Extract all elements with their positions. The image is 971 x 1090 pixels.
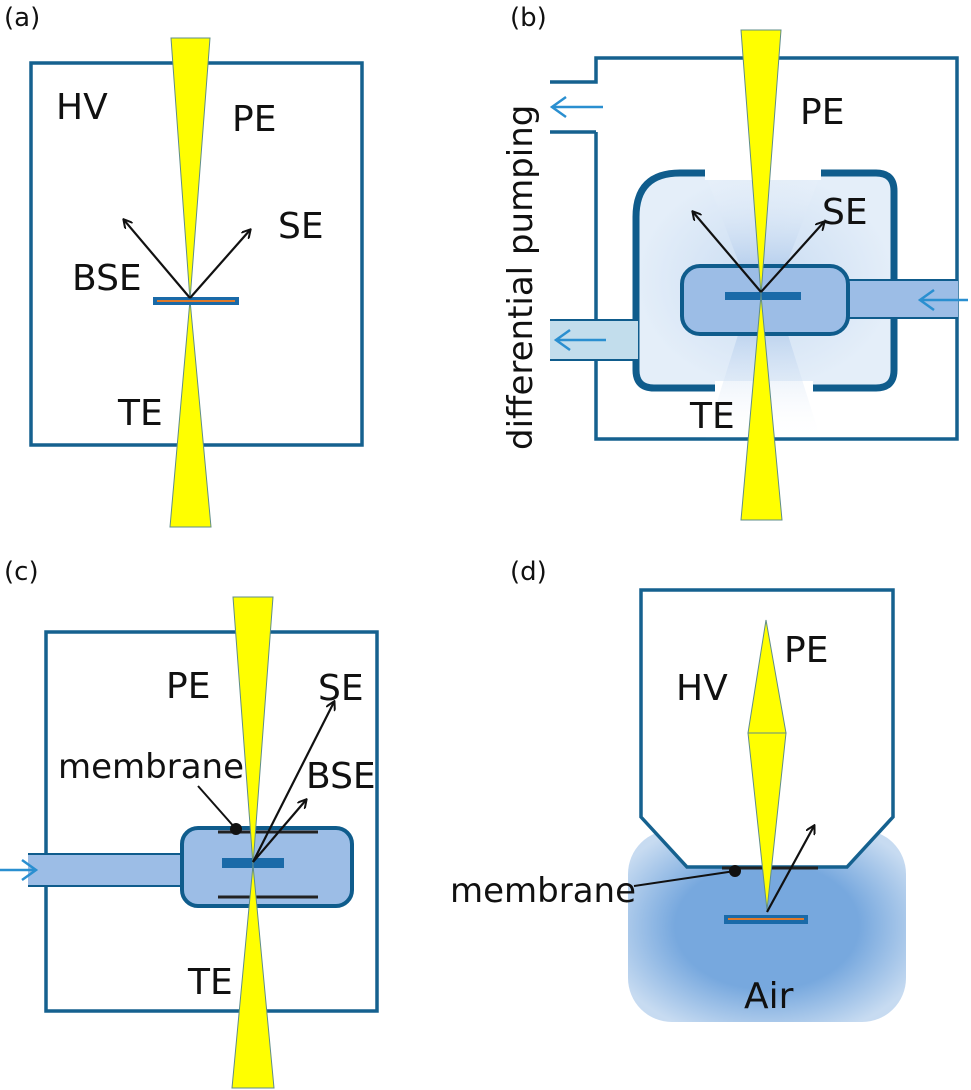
pe-label: PE xyxy=(800,92,844,133)
panel-b: (b) differential pumping PE xyxy=(501,3,968,521)
membrane-dot xyxy=(230,823,242,835)
air-label: Air xyxy=(744,976,794,1017)
se-label: SE xyxy=(278,206,324,247)
sample xyxy=(725,292,801,300)
se-arrow xyxy=(760,222,824,293)
membrane-pointer xyxy=(197,785,237,830)
panel-a-label: (a) xyxy=(4,3,40,33)
membrane-label: membrane xyxy=(450,871,636,911)
vacuum-chamber xyxy=(44,630,379,1013)
panel-c-label: (c) xyxy=(4,557,39,587)
pe-label: PE xyxy=(166,666,210,707)
differential-pumping-label: differential pumping xyxy=(501,105,541,450)
primary-beam xyxy=(740,29,782,296)
primary-beam xyxy=(170,37,211,301)
bse-arrow xyxy=(252,800,306,863)
panel-a: (a) HV PE SE BSE TE xyxy=(4,3,364,528)
panel-d: (d) HV PE membrane Air xyxy=(450,557,906,1022)
panel-b-label: (b) xyxy=(510,3,547,33)
te-label: TE xyxy=(117,393,163,434)
pe-label: PE xyxy=(232,99,276,140)
transmitted-beam xyxy=(740,294,783,521)
hv-label: HV xyxy=(676,668,728,709)
se-arrow xyxy=(252,702,334,863)
membrane-dot xyxy=(729,865,741,877)
transmitted-beam xyxy=(169,299,212,528)
se-label: SE xyxy=(822,192,868,233)
bse-arrow xyxy=(124,220,191,299)
panel-d-label: (d) xyxy=(510,557,547,587)
bse-label: BSE xyxy=(306,756,376,797)
membrane-label: membrane xyxy=(58,747,244,787)
transmitted-beam xyxy=(231,864,275,1089)
te-label: TE xyxy=(689,396,735,437)
te-label: TE xyxy=(187,962,233,1003)
hv-label: HV xyxy=(56,87,108,128)
pe-label: PE xyxy=(784,630,828,671)
se-arrow xyxy=(189,230,250,299)
gas-inlet-pipe xyxy=(28,854,186,886)
bse-label: BSE xyxy=(72,258,142,299)
primary-beam xyxy=(232,596,274,866)
se-arrow xyxy=(766,826,814,913)
panel-c: (c) PE SE membrane BSE TE xyxy=(0,557,379,1089)
vacuum-chamber xyxy=(550,56,959,441)
air-region xyxy=(628,830,906,1022)
se-label: SE xyxy=(318,668,364,709)
membrane-pointer xyxy=(633,870,736,887)
bse-arrow xyxy=(693,212,762,293)
